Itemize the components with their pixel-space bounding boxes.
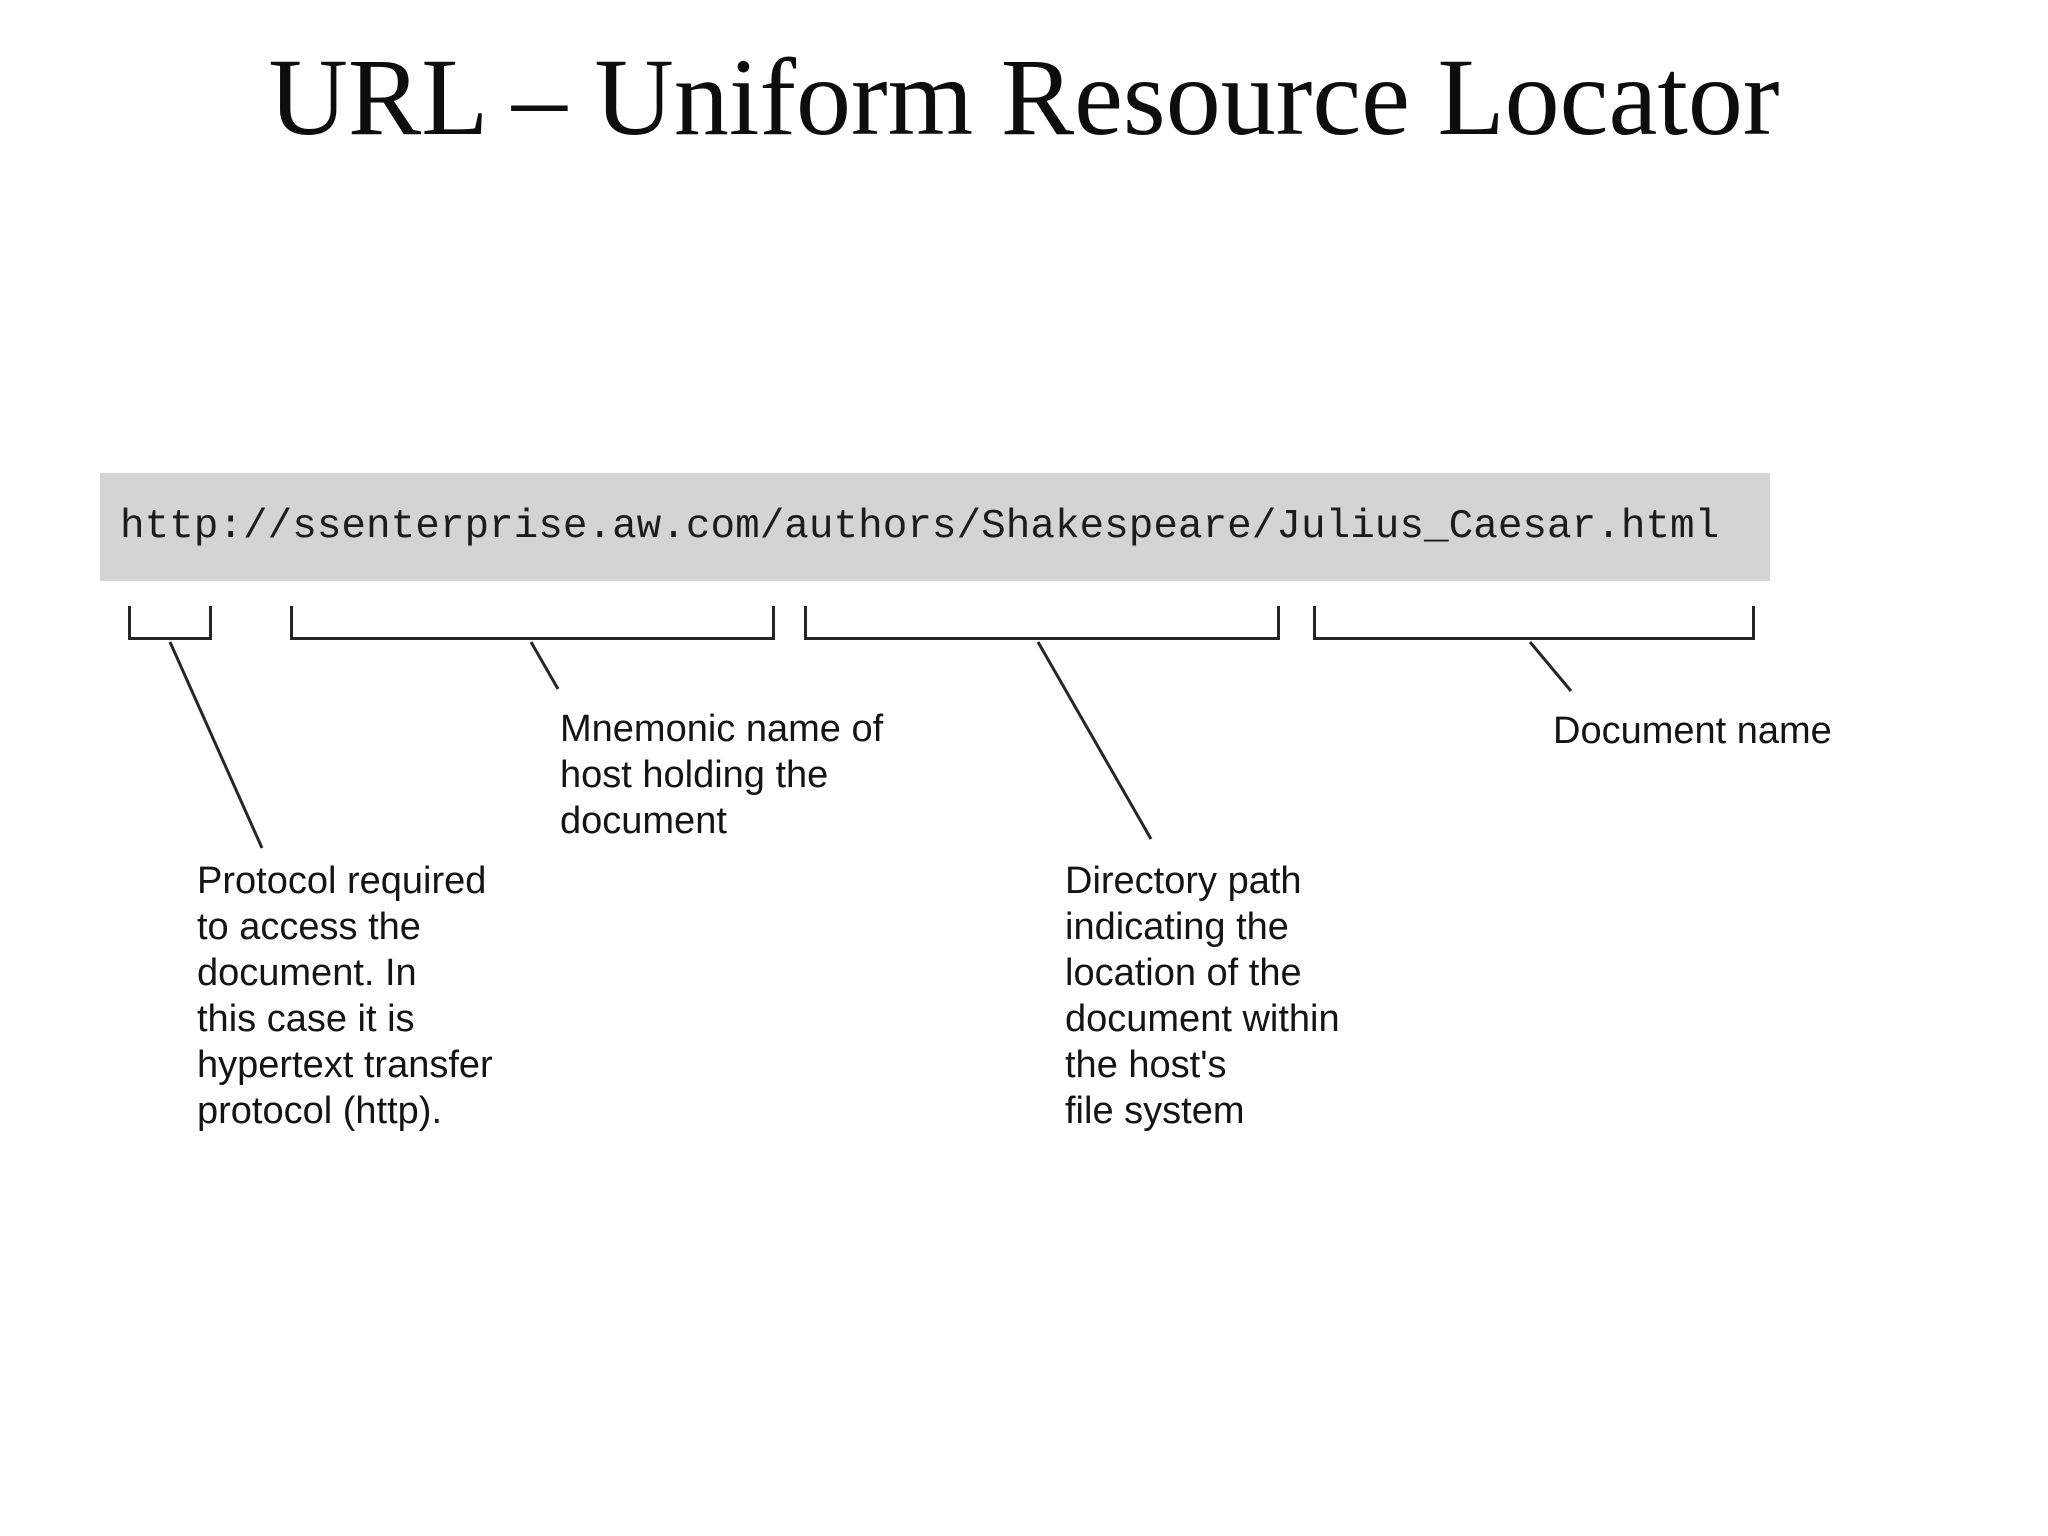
label-host: Mnemonic name of host holding the docume… [560,708,884,842]
bracket-protocol-segment [128,606,212,640]
label-directory: Directory path indicating the location o… [1065,860,1340,1132]
leader-line-directory [1036,641,1153,840]
url-bar: http://ssenterprise.aw.com/authors/Shake… [100,473,1770,581]
url-text: http://ssenterprise.aw.com/authors/Shake… [120,504,1720,550]
leader-line-protocol [168,641,264,849]
bracket-directory-segment [804,606,1280,640]
label-document: Document name [1553,710,1832,752]
bracket-host-segment [290,606,775,640]
leader-line-document [1528,641,1573,692]
bracket-document-segment [1313,606,1755,640]
leader-line-host [529,641,560,690]
label-protocol: Protocol required to access the document… [197,860,493,1132]
page-title: URL – Uniform Resource Locator [268,36,1780,158]
